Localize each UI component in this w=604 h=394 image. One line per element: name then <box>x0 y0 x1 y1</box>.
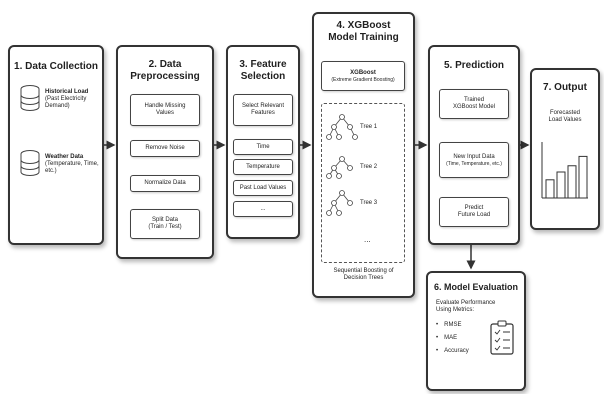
stage-title: 7. Output <box>543 82 587 93</box>
xgboost-sub: (Extreme Gradient Boosting) <box>331 76 395 83</box>
step-line: Split Data <box>151 217 178 223</box>
step-predict: Predict Future Load <box>439 197 509 227</box>
weather-data-label: Weather Data <box>45 154 84 160</box>
trees-container <box>321 103 405 263</box>
label-line-1: Forecasted <box>549 110 580 116</box>
metrics-list: RMSE MAE Accuracy <box>436 319 469 358</box>
step-line: Handle Missing <box>144 103 186 109</box>
caption-line-2: Decision Trees <box>343 275 384 281</box>
caption-line-1: Sequential Boosting of <box>333 268 394 274</box>
checklist-icon <box>490 320 514 355</box>
label-line-2: Load Values <box>548 117 582 123</box>
stage-title: 2. Data Preprocessing <box>118 59 212 83</box>
output-bar <box>567 165 577 199</box>
database-icon <box>20 85 40 111</box>
feature-past-load: Past Load Values <box>233 180 293 196</box>
feature-label: Time <box>256 143 270 150</box>
header-line: Select Relevant <box>241 103 285 109</box>
output-label: Forecasted Load Values <box>532 110 598 124</box>
step-handle-missing: Handle Missing Values <box>130 94 200 126</box>
step-line: Trained <box>463 97 485 103</box>
stage-title: 5. Prediction <box>443 60 504 71</box>
xgboost-box: XGBoost (Extreme Gradient Boosting) <box>321 61 405 91</box>
step-split-data: Split Data (Train / Test) <box>130 209 200 239</box>
weather-data-sub: (Temperature, Time, etc.) <box>45 161 99 174</box>
title-line-2: Preprocessing <box>130 71 200 82</box>
stage-data-collection: 1. Data Collection Historical Load (Past… <box>8 45 104 245</box>
stage-title: 3. Feature Selection <box>228 59 298 83</box>
text-line-1: Evaluate Performance <box>436 300 496 306</box>
weather-database-icon <box>20 150 40 176</box>
step-trained-model: Trained XGBoost Model <box>439 89 509 119</box>
bar-chart-icon <box>541 142 588 199</box>
step-line: Values <box>156 110 174 116</box>
title-line-2: Selection <box>240 71 286 82</box>
metric-item: RMSE <box>436 319 469 332</box>
feature-label: Temperature <box>246 163 280 170</box>
select-features-box: Select Relevant Features <box>233 94 293 126</box>
stage-xgboost-training: 4. XGBoost Model Training XGBoost (Extre… <box>312 12 415 298</box>
feature-temperature: Temperature <box>233 159 293 175</box>
step-line: Predict <box>464 205 484 211</box>
tree-3-label: Tree 3 <box>360 200 378 206</box>
metric-item: Accuracy <box>436 345 469 358</box>
text-line-2: Using Metrics: <box>436 307 475 313</box>
tree-1-label: Tree 1 <box>360 124 378 130</box>
tree-ellipsis: ... <box>364 235 371 244</box>
tree-3-icon <box>326 190 353 216</box>
evaluation-text: Evaluate Performance Using Metrics: <box>436 300 495 314</box>
tree-2-label: Tree 2 <box>360 164 378 170</box>
historical-load-sub: (Past Electricity Demand) <box>45 96 87 109</box>
step-line: Remove Noise <box>145 145 185 151</box>
xgboost-label: XGBoost <box>350 69 376 76</box>
tree-1-icon <box>326 114 358 140</box>
stage-feature-selection: 3. Feature Selection Select Relevant Fea… <box>226 45 300 239</box>
metric-item: MAE <box>436 332 469 345</box>
title-line-1: 2. Data <box>148 59 182 70</box>
tree-2-icon <box>326 156 353 179</box>
output-bar <box>545 179 555 199</box>
step-line: (Train / Test) <box>148 224 182 230</box>
step-new-input: New Input Data (Time, Temperature, etc.) <box>439 142 509 178</box>
step-remove-noise: Remove Noise <box>130 140 200 157</box>
historical-load-label: Historical Load <box>45 89 89 95</box>
output-bar <box>578 155 588 199</box>
stage-title: 1. Data Collection <box>14 61 98 72</box>
header-line: Features <box>251 110 275 116</box>
output-bar <box>556 171 566 199</box>
step-normalize: Normalize Data <box>130 175 200 192</box>
stage-model-evaluation: 6. Model Evaluation Evaluate Performance… <box>426 271 526 391</box>
title-line-1: 4. XGBoost <box>336 20 391 31</box>
feature-more: ... <box>233 201 293 217</box>
step-line: Future Load <box>457 212 491 218</box>
stage-prediction: 5. Prediction Trained XGBoost Model New … <box>428 45 520 245</box>
step-line: XGBoost Model <box>452 104 496 110</box>
feature-label: ... <box>260 205 266 212</box>
title-line-1: 3. Feature <box>239 59 287 70</box>
stage-preprocessing: 2. Data Preprocessing Handle Missing Val… <box>116 45 214 259</box>
stage-title: 6. Model Evaluation <box>433 282 518 292</box>
stage-output: 7. Output Forecasted Load Values <box>530 68 600 230</box>
feature-time: Time <box>233 139 293 155</box>
step-line: New Input Data <box>453 153 495 160</box>
stage-title: 4. XGBoost Model Training <box>314 20 413 44</box>
trees-caption: Sequential Boosting of Decision Trees <box>312 268 415 282</box>
title-line-2: Model Training <box>328 32 399 43</box>
step-line: Normalize Data <box>144 180 186 186</box>
step-line: (Time, Temperature, etc.) <box>446 160 502 167</box>
feature-label: Past Load Values <box>239 184 287 191</box>
